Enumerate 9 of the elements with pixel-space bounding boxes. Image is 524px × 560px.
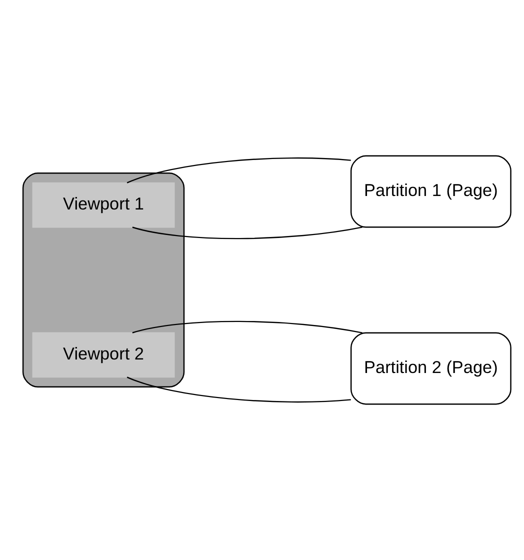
node-box: Partition 1 (Page)	[350, 155, 512, 228]
connector	[132, 226, 362, 240]
connector	[126, 376, 351, 403]
connector	[126, 157, 351, 184]
connector	[132, 320, 362, 334]
node-box: Partition 2 (Page)	[350, 332, 512, 405]
cluster	[22, 172, 185, 388]
node-box: Viewport 1	[32, 182, 175, 228]
node-box: Viewport 2	[32, 332, 175, 378]
